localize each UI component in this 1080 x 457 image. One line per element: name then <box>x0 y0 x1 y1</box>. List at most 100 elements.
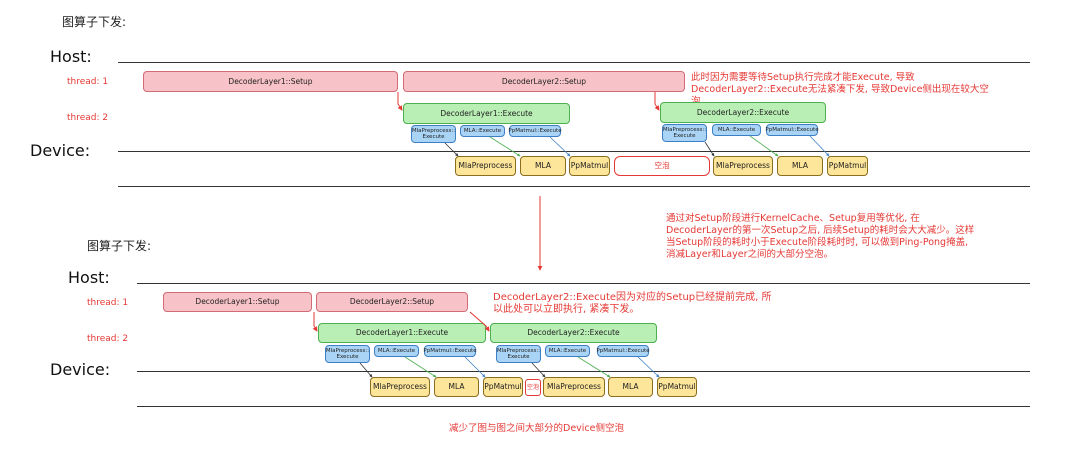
bottom-exec1: DecoderLayer1::Execute <box>318 323 486 343</box>
top-arrow-mlapre1 <box>444 142 459 157</box>
bottom-dev-mla-1: MLA <box>434 377 479 397</box>
top-dev-pp-1: PpMatmul <box>569 156 610 176</box>
top-device-line-upper <box>118 151 1030 152</box>
top-bubble: 空泡 <box>614 156 710 176</box>
bottom-sub-mla-2-label: MLA::Execute <box>548 348 587 354</box>
bottom-bubble: 空泡 <box>525 379 541 396</box>
top-arrow-setup1-exec1 <box>397 92 403 111</box>
bottom-dev-mla-1-label: MLA <box>448 382 465 391</box>
top-device-line-lower <box>118 186 1030 187</box>
bottom-sub-pp-2-label: PpMatmul::Execute <box>596 348 650 354</box>
top-host-line <box>118 62 1030 63</box>
top-dev-mla-2: MLA <box>777 156 823 176</box>
bottom-sub-mla-1: MLA::Execute <box>374 345 419 357</box>
top-sub-pp-2-label: PpMatmul::Execute <box>765 127 819 133</box>
bottom-host-line <box>137 283 1030 284</box>
top-host-label: Host: <box>50 47 92 66</box>
top-sub-mlapre-1-label: MlaPreprocess:: Execute <box>411 128 456 140</box>
bottom-dev-mla-2-label: MLA <box>622 382 639 391</box>
top-dev-mlapre-1-label: MlaPreprocess <box>458 161 513 170</box>
bottom-device-label: Device: <box>50 360 111 379</box>
top-arrow-setup2-exec2 <box>654 92 660 111</box>
top-sub-mlapre-2-label: MlaPreprocess:: Execute <box>662 127 707 139</box>
top-dev-pp-2: PpMatmul <box>827 156 868 176</box>
bottom-sub-mla-2: MLA::Execute <box>545 345 590 357</box>
top-setup1: DecoderLayer1::Setup <box>143 71 398 92</box>
bottom-sub-mlapre-1-label: MlaPreprocess:: Execute <box>325 348 370 360</box>
top-dev-mlapre-1: MlaPreprocess <box>455 156 516 176</box>
top-thread1-label: thread: 1 <box>67 77 109 87</box>
top-bubble-label: 空泡 <box>654 161 670 170</box>
bottom-exec2: DecoderLayer2::Execute <box>490 323 657 343</box>
bottom-sub-mla-1-label: MLA::Execute <box>377 348 416 354</box>
top-thread2-label: thread: 2 <box>67 113 109 123</box>
top-exec1: DecoderLayer1::Execute <box>403 103 570 124</box>
bottom-dev-mlapre-2: MlaPreprocess <box>543 377 605 397</box>
bottom-setup1: DecoderLayer1::Setup <box>163 292 312 312</box>
top-sub-mla-2-label: MLA::Execute <box>717 127 756 133</box>
bottom-arrow-mla2 <box>577 356 611 378</box>
bottom-arrow-mlapre1 <box>359 362 373 378</box>
top-dev-pp-2-label: PpMatmul <box>828 161 867 170</box>
bottom-sub-mlapre-2-label: MlaPreprocess:: Execute <box>496 348 541 360</box>
bottom-arrow-mla1 <box>404 356 437 378</box>
bottom-thread1-label: thread: 1 <box>87 298 129 308</box>
top-sub-mla-2: MLA::Execute <box>712 124 761 136</box>
top-arrow-pp1 <box>549 136 571 157</box>
top-sub-mla-1: MLA::Execute <box>460 125 505 137</box>
top-section-title: 图算子下发: <box>62 15 127 29</box>
middle-annotation: 通过对Setup阶段进行KernelCache、Setup复用等优化, 在Dec… <box>666 213 975 260</box>
bottom-dev-pp-2-label: PpMatmul <box>658 382 696 391</box>
top-sub-pp-1: PpMatmul::Execute <box>508 125 562 137</box>
bottom-setup2: DecoderLayer2::Setup <box>316 292 468 312</box>
bottom-dev-mlapre-2-label: MlaPreprocess <box>547 382 601 391</box>
bottom-section-title: 图算子下发: <box>87 239 152 253</box>
bottom-exec1-label: DecoderLayer1::Execute <box>355 328 449 337</box>
top-arrow-mla1 <box>489 136 521 157</box>
top-sub-mla-1-label: MLA::Execute <box>463 128 502 134</box>
bottom-arrow-pp2 <box>637 356 660 378</box>
bottom-device-line-lower <box>137 406 1030 407</box>
bottom-dev-mlapre-1: MlaPreprocess <box>370 377 430 397</box>
top-dev-mla-1: MLA <box>520 156 566 176</box>
bottom-dev-pp-2: PpMatmul <box>657 377 697 397</box>
bottom-setup2-label: DecoderLayer2::Setup <box>349 297 435 306</box>
top-dev-mla-2-label: MLA <box>792 161 808 170</box>
bottom-dev-mlapre-1-label: MlaPreprocess <box>373 382 427 391</box>
top-sub-pp-2: PpMatmul::Execute <box>765 124 819 136</box>
bottom-dev-pp-1-label: PpMatmul <box>484 382 522 391</box>
bottom-annotation: DecoderLayer2::Execute因为对应的Setup已经提前完成, … <box>493 292 772 315</box>
top-arrow-mla2 <box>749 135 779 157</box>
top-dev-mlapre-2: MlaPreprocess <box>713 156 773 176</box>
top-sub-mlapre-2: MlaPreprocess:: Execute <box>662 124 707 142</box>
top-device-label: Device: <box>30 141 91 160</box>
top-exec1-label: DecoderLayer1::Execute <box>440 108 533 118</box>
bottom-host-label: Host: <box>68 268 110 287</box>
bottom-exec2-label: DecoderLayer2::Execute <box>527 328 620 337</box>
bottom-bubble-label: 空泡 <box>526 383 539 391</box>
top-setup2-label: DecoderLayer2::Setup <box>501 76 587 86</box>
bottom-dev-mla-2: MLA <box>608 377 653 397</box>
bottom-setup1-label: DecoderLayer1::Setup <box>195 297 280 306</box>
bottom-sub-pp-1-label: PpMatmul::Execute <box>423 348 477 354</box>
top-dev-mlapre-2-label: MlaPreprocess <box>716 161 770 170</box>
footer-annotation: 减少了图与图之间大部分的Device侧空泡 <box>449 423 624 434</box>
bottom-arrow-pp1 <box>464 356 486 378</box>
top-setup2: DecoderLayer2::Setup <box>403 71 685 92</box>
top-annotation: 此时因为需要等待Setup执行完成才能Execute, 导致DecoderLay… <box>691 72 989 107</box>
top-sub-pp-1-label: PpMatmul::Execute <box>508 128 562 134</box>
bottom-thread2-label: thread: 2 <box>87 334 129 344</box>
top-dev-mla-1-label: MLA <box>535 161 551 170</box>
top-arrow-pp2 <box>809 135 830 157</box>
bottom-arrow-setup1-exec1 <box>312 312 318 332</box>
top-setup1-label: DecoderLayer1::Setup <box>228 76 313 86</box>
bottom-arrow-mlapre2 <box>531 362 546 378</box>
bottom-sub-mlapre-2: MlaPreprocess:: Execute <box>496 345 541 363</box>
bottom-sub-pp-1: PpMatmul::Execute <box>423 345 477 357</box>
top-dev-pp-1-label: PpMatmul <box>570 161 609 170</box>
top-sub-mlapre-1: MlaPreprocess:: Execute <box>411 125 456 143</box>
top-exec2-label: DecoderLayer2::Execute <box>696 107 790 117</box>
bottom-sub-pp-2: PpMatmul::Execute <box>596 345 650 357</box>
top-exec2: DecoderLayer2::Execute <box>660 102 826 123</box>
top-arrow-mlapre2 <box>704 141 715 157</box>
